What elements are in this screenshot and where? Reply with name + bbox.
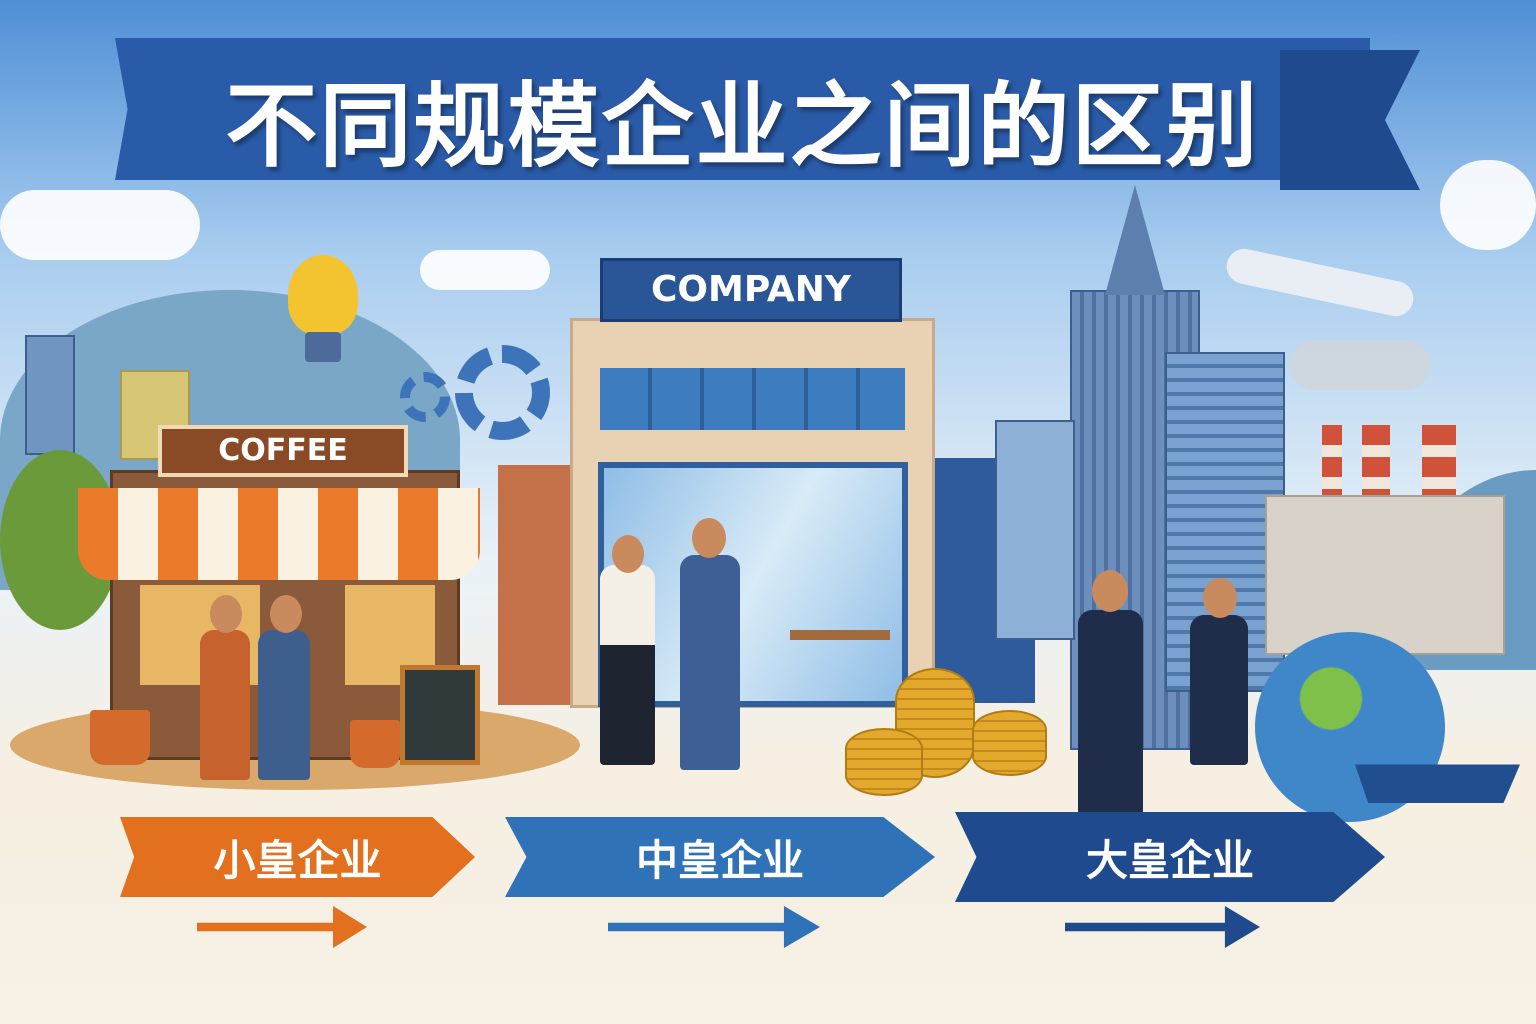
person-head — [692, 518, 726, 558]
gear-icon — [400, 372, 450, 422]
stage-label: 中皇企业 — [635, 835, 804, 885]
person-worker — [258, 630, 310, 780]
person-woman — [600, 565, 655, 765]
progress-arrow — [1065, 906, 1260, 948]
person-barista — [200, 630, 250, 780]
meeting-table — [790, 630, 890, 640]
factory — [1265, 495, 1505, 655]
page-title: 不同规模企业之间的区别 — [225, 73, 1260, 180]
progress-arrow — [608, 906, 820, 948]
lightbulb-icon — [288, 255, 358, 335]
person-head — [1092, 570, 1128, 612]
stage-label: 小皇企业 — [213, 835, 382, 885]
cloud — [1440, 160, 1536, 250]
cargo-ship — [1355, 764, 1520, 803]
company-windows-top — [600, 368, 905, 430]
plant-pot — [90, 710, 150, 765]
stage-label: 大皇企业 — [1085, 835, 1254, 885]
person-businessman — [680, 555, 740, 770]
progress-arrow — [197, 906, 367, 948]
skyscraper-spire — [1105, 185, 1165, 295]
stage-medium-arrow: 中皇企业 — [505, 817, 935, 897]
coffee-sign: COFFEE — [158, 425, 408, 477]
plant-pot — [350, 720, 400, 768]
cloud — [1290, 340, 1430, 390]
person-head — [1203, 578, 1237, 618]
company-sign: COMPANY — [600, 258, 902, 322]
airplane-icon — [1223, 245, 1417, 320]
coin-stack — [845, 728, 923, 796]
person-businesswoman — [1190, 615, 1248, 765]
office-building — [995, 420, 1075, 640]
person-head — [612, 535, 644, 573]
brick-building — [498, 465, 578, 705]
lightbulb-base — [305, 332, 341, 362]
person-head — [210, 595, 242, 633]
chalkboard — [400, 665, 480, 765]
background-building — [25, 335, 75, 455]
stage-large-arrow: 大皇企业 — [955, 812, 1385, 902]
cloud — [0, 190, 200, 260]
person-head — [270, 595, 302, 633]
person-businessman — [1078, 610, 1143, 815]
gear-icon — [455, 345, 550, 440]
coin-stack — [972, 710, 1047, 776]
awning — [78, 488, 480, 580]
title-banner — [115, 38, 1370, 180]
stage-small-arrow: 小皇企业 — [120, 817, 475, 897]
cloud — [420, 250, 550, 290]
